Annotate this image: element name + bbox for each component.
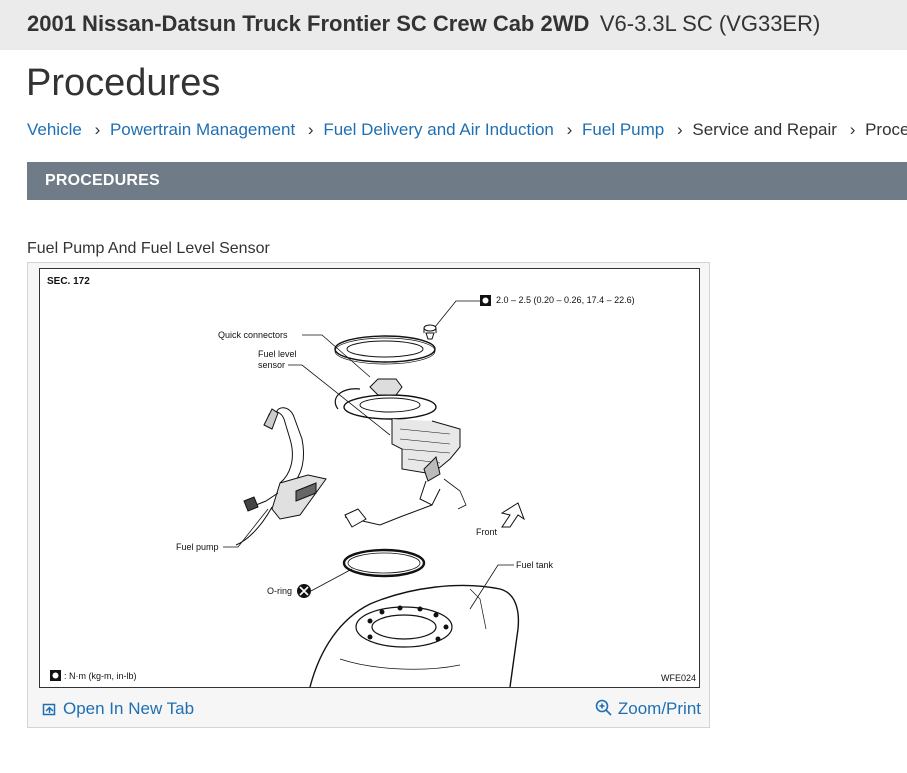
breadcrumb-fuel-delivery[interactable]: Fuel Delivery and Air Induction [323, 120, 554, 139]
fuel-pump-diagram[interactable]: SEC. 172 2.0 – 2.5 (0.20 – 0.26, 17.4 – … [39, 268, 700, 688]
torque-wrench-icon [480, 295, 491, 306]
chevron-right-icon: › [849, 120, 856, 139]
diagram-front-label: Front [476, 527, 498, 537]
section-heading-bar: PROCEDURES [27, 162, 907, 200]
diagram-code-label: WFE024 [661, 673, 696, 683]
diagram-o-ring-label: O-ring [267, 586, 292, 596]
fuel-tank-part [309, 584, 520, 687]
torque-wrench-icon [50, 670, 61, 681]
bolt-part [423, 324, 437, 340]
breadcrumb-procedures: Proce [865, 120, 907, 139]
chevron-right-icon: › [94, 120, 101, 139]
vehicle-engine: V6-3.3L SC (VG33ER) [599, 11, 821, 36]
vehicle-header: 2001 Nissan-Datsun Truck Frontier SC Cre… [0, 0, 907, 50]
diagram-sec-label: SEC. 172 [47, 276, 90, 287]
diagram-units-label: : N·m (kg-m, in-lb) [64, 671, 137, 681]
breadcrumb-vehicle[interactable]: Vehicle [27, 120, 82, 139]
retainer-ring-part [334, 335, 436, 365]
breadcrumb-powertrain-management[interactable]: Powertrain Management [109, 120, 296, 139]
figure-actions: Open In New Tab Zoom/Print [28, 695, 709, 725]
page-title: Procedures [26, 62, 221, 104]
do-not-reuse-icon [297, 584, 311, 598]
breadcrumb-service-and-repair: Service and Repair [692, 120, 837, 139]
diagram-torque-label: 2.0 – 2.5 (0.20 – 0.26, 17.4 – 22.6) [496, 295, 635, 305]
chevron-right-icon: › [307, 120, 314, 139]
section-heading: PROCEDURES [45, 172, 160, 189]
breadcrumb-fuel-pump[interactable]: Fuel Pump [582, 120, 665, 139]
chevron-right-icon: › [676, 120, 683, 139]
figure-card: SEC. 172 2.0 – 2.5 (0.20 – 0.26, 17.4 – … [27, 262, 710, 728]
diagram-drawing: SEC. 172 2.0 – 2.5 (0.20 – 0.26, 17.4 – … [47, 276, 696, 687]
zoom-print-button[interactable]: Zoom/Print [595, 699, 701, 719]
chevron-right-icon: › [566, 120, 573, 139]
fuel-level-sensor-module [334, 378, 467, 528]
breadcrumb: Vehicle › Powertrain Management › Fuel D… [27, 120, 907, 140]
open-new-tab-button[interactable]: Open In New Tab [42, 699, 194, 719]
diagram-fuel-level-label: Fuel level [258, 349, 297, 359]
open-new-tab-label: Open In New Tab [63, 699, 195, 718]
figure-caption: Fuel Pump And Fuel Level Sensor [27, 240, 270, 257]
diagram-quick-connectors-label: Quick connectors [218, 330, 288, 340]
fuel-pump-part [235, 407, 327, 546]
zoom-in-icon [595, 699, 612, 716]
diagram-sensor-label: sensor [258, 360, 285, 370]
zoom-print-label: Zoom/Print [617, 699, 701, 718]
diagram-fuel-pump-label: Fuel pump [176, 542, 219, 552]
vehicle-name: 2001 Nissan-Datsun Truck Frontier SC Cre… [27, 11, 590, 36]
open-new-tab-icon [42, 703, 56, 716]
diagram-fuel-tank-label: Fuel tank [516, 560, 554, 570]
o-ring-part [342, 548, 426, 578]
